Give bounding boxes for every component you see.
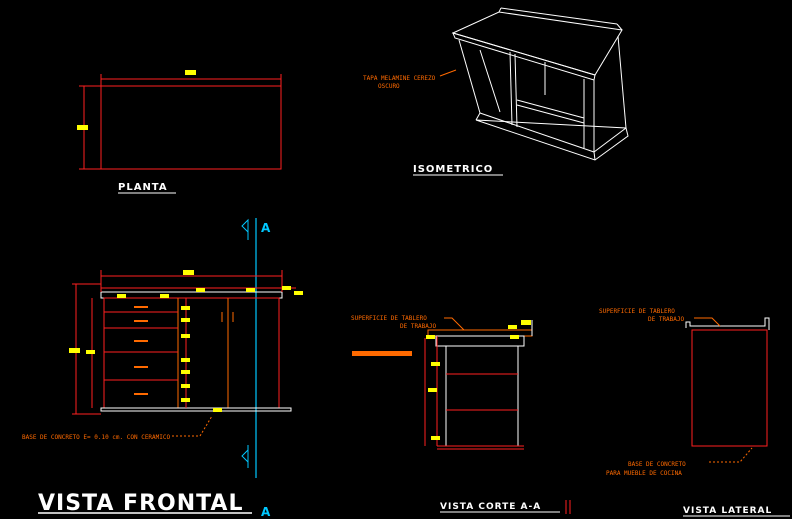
planta-title: PLANTA [118,182,168,193]
dimension-tag [426,335,435,339]
tapa-note-line1: TAPA MELAMINE CEREZO [363,75,436,82]
dimension-tag [181,306,190,310]
superficie-lateral-line1: SUPERFICIE DE TABLERO [599,308,675,315]
tapa-note-line2: OSCURO [378,83,400,90]
dimension-tag [196,288,205,292]
superficie-corte-line2: DE TRABAJO [400,323,437,330]
dimension-tag [213,408,222,412]
base-frontal-note: BASE DE CONCRETO E= 0.10 cm. CON CERAMIC… [22,434,170,441]
vista-lateral-title: VISTA LATERAL [683,506,772,516]
base-concreto-line1: BASE DE CONCRETO [628,461,686,468]
dimension-tag [185,70,196,75]
section-line: A A [241,218,271,519]
frontal-view [72,270,296,415]
dimension-tag [181,334,190,338]
dimension-tag [183,270,194,275]
dimension-tag [428,388,437,392]
dimension-tag [246,288,255,292]
isometric-view [451,7,629,161]
dimension-tag [69,348,80,353]
dimension-tag [181,370,190,374]
dimension-tag [282,286,291,290]
section-marker-bottom: A [261,505,271,519]
dimension-tag [508,325,517,329]
dimension-tag [431,362,440,366]
dimension-tag [181,384,190,388]
section-marker-top: A [261,221,271,235]
dimension-tag [117,294,126,298]
lateral-view [685,317,770,447]
isometrico-title: ISOMETRICO [413,164,493,175]
dimension-tag [521,320,531,325]
dimension-tag [77,125,88,130]
vista-frontal-title: VISTA FRONTAL [38,491,243,516]
dimension-tag [86,350,95,354]
dimension-tag [510,335,519,339]
superficie-corte-line1: SUPERFICIE DE TABLERO [351,315,427,322]
dimension-tag [181,358,190,362]
hatch-block [352,351,412,356]
superficie-lateral-line2: DE TRABAJO [648,316,685,323]
vista-corte-title: VISTA CORTE A-A [440,502,541,512]
dimension-tag [181,318,190,322]
dimension-tag [294,291,303,295]
base-concreto-line2: PARA MUEBLE DE COCINA [606,470,682,477]
planta-view: PLANTA [77,70,282,194]
dimension-tag [160,294,169,298]
dimension-tag [181,398,190,402]
corte-view [424,320,533,450]
frontal-dimension-tags [69,270,303,412]
dimension-tag [431,436,440,440]
corte-dimension-tags [426,320,531,440]
